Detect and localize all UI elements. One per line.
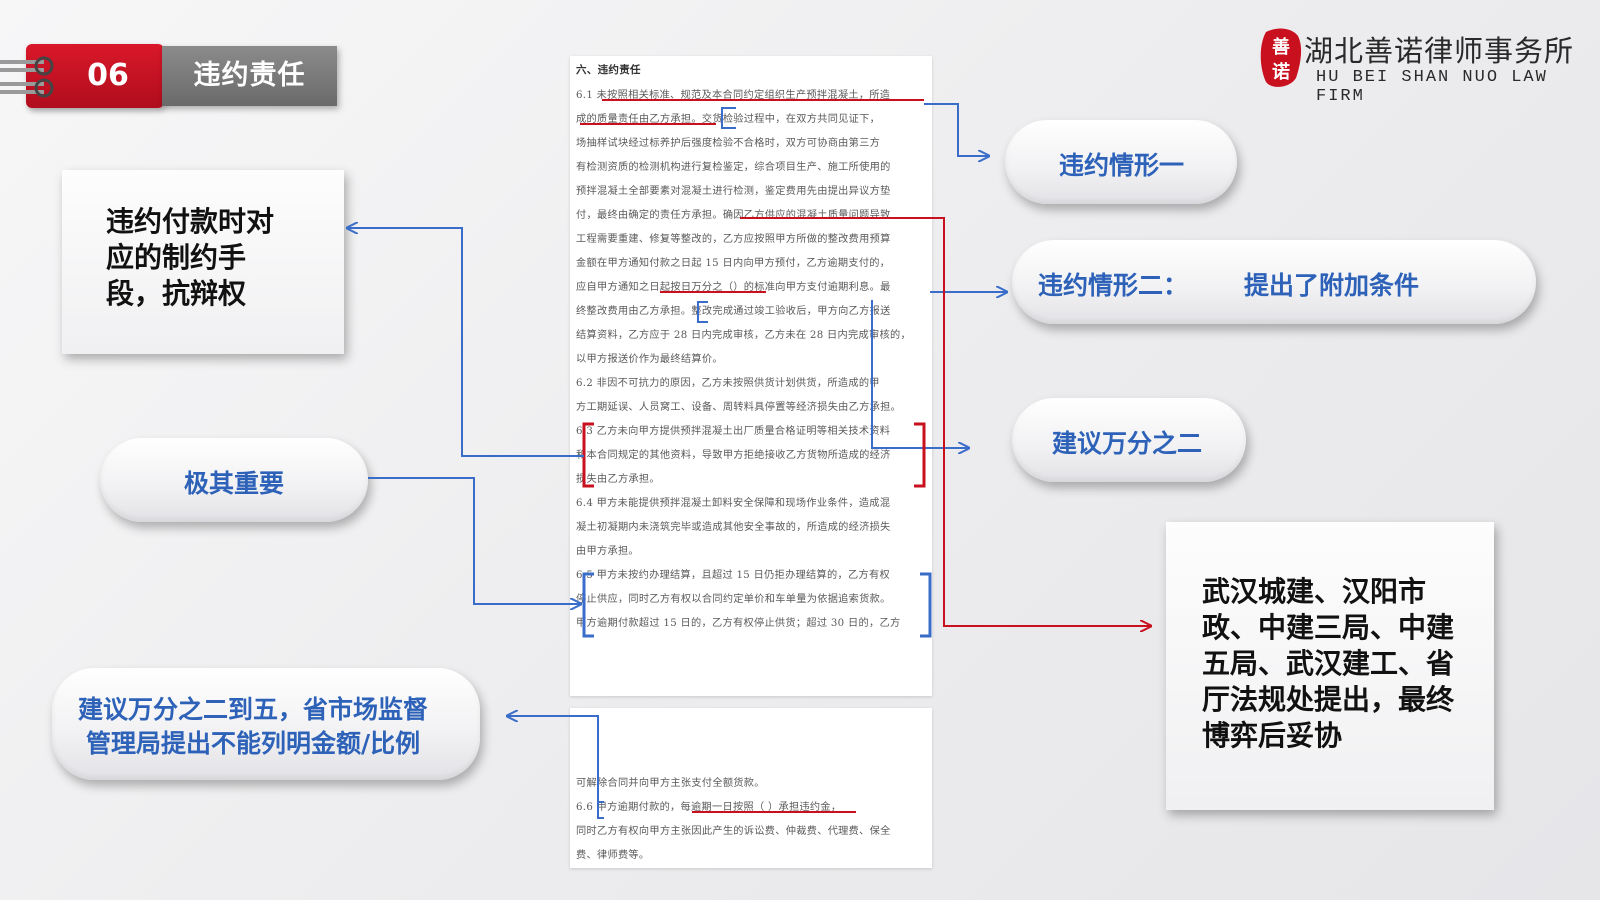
document-line: 预拌混凝土全部要素对混凝土进行检测，鉴定费用先由提出异议方垫 — [576, 186, 891, 197]
svg-text:善: 善 — [1272, 36, 1290, 58]
callout-very-important: 极其重要 — [100, 438, 368, 522]
callout-value: 提出了附加条件 — [1244, 271, 1420, 300]
contract-document-page-2 — [570, 708, 932, 868]
document-line: 结算资料，乙方应于 28 日内完成审核，乙方未在 28 日内完成审核的， — [576, 330, 911, 341]
callout-breach-case-2: 违约情形二： 提出了附加条件 — [1012, 240, 1536, 324]
bracket-mark — [914, 422, 926, 488]
note-line: 政、中建三局、中建 — [1202, 611, 1455, 644]
section-number: 06 — [26, 44, 164, 108]
arrow-to-payment-note — [348, 228, 584, 457]
document-line: 付，最终由确定的责任方承担。确因乙方供应的混凝土质量问题导致 — [576, 210, 891, 221]
arrow-from-very-important — [368, 477, 580, 604]
binder-rings-icon — [0, 56, 54, 98]
arrow-to-breach-1 — [924, 103, 988, 156]
document-line: 以甲方报送价作为最终结算价。 — [576, 354, 723, 365]
document-line: 费、律师费等。 — [576, 850, 650, 861]
callout-suggest-2-per-10000: 建议万分之二 — [1012, 398, 1246, 482]
document-line: 6.1 未按照相关标准、规范及本合同约定组织生产预拌混凝土，所造 — [576, 90, 891, 101]
law-firm-name-en: HU BEI SHAN NUO LAW FIRM — [1316, 68, 1548, 106]
arrow-to-suggest-2-to-5 — [508, 716, 599, 808]
bracket-mark — [721, 107, 736, 129]
note-line: 违约付款时对 — [106, 205, 275, 238]
document-line: 有检测资质的检测机构进行复检鉴定，综合项目生产、施工所使用的 — [576, 162, 891, 173]
document-line: 和本合同规定的其他资料，导致甲方拒绝接收乙方货物所造成的经济 — [576, 450, 891, 461]
callout-text-line-1: 建议万分之二到五，省市场监督 — [78, 695, 429, 724]
document-line: 场抽样试块经过标养护后强度检验不合格时，双方可协商由第三方 — [576, 138, 881, 149]
bracket-mark — [597, 801, 604, 819]
document-line: 工程需要重建、修复等整改的，乙方应按照甲方所做的整改费用预算 — [576, 234, 891, 245]
note-line: 段，抗辩权 — [106, 277, 247, 310]
callout-label: 违约情形二： — [1038, 271, 1189, 300]
bracket-mark — [582, 572, 594, 638]
note-line: 武汉城建、汉阳市 — [1202, 575, 1427, 608]
document-line: 损失由乙方承担。 — [576, 474, 660, 485]
callout-text: 极其重要 — [184, 469, 285, 498]
document-line: 甲方逾期付款超过 15 日的，乙方有权停止供货；超过 30 日的，乙方 — [576, 618, 901, 629]
note-payment-remedy: 违约付款时对 应的制约手 段，抗辩权 — [62, 170, 344, 354]
document-line: 6.2 非因不可抗力的原因，乙方未按照供货计划供货，所造成的甲 — [576, 378, 880, 389]
note-line: 博弈后妥协 — [1202, 719, 1343, 752]
callout-breach-case-1: 违约情形一 — [1005, 120, 1237, 204]
document-line: 可解除合同并向甲方主张支付全额货款。 — [576, 778, 765, 789]
document-line: 应自甲方通知之日起按日万分之（）的标准向甲方支付逾期利息。最 — [576, 282, 891, 293]
callout-text: 违约情形一 — [1059, 151, 1185, 180]
document-line: 同时乙方有权向甲方主张因此产生的诉讼费、仲裁费、代理费、保全 — [576, 826, 891, 837]
arrow-to-compromise-note — [924, 217, 1150, 626]
document-line: 成的质量责任由乙方承担。交货检验过程中，在双方共同见证下， — [576, 114, 881, 125]
note-line: 厅法规处提出，最终 — [1202, 683, 1455, 716]
document-line: 由甲方承担。 — [576, 546, 639, 557]
document-line: 6.6 甲方逾期付款的，每逾期一日按照（ ）承担违约金， — [576, 802, 842, 813]
note-line: 五局、武汉建工、省 — [1202, 647, 1455, 680]
arrow-to-suggest-2 — [871, 300, 968, 448]
law-firm-seal-icon: 善 诺 — [1260, 28, 1302, 87]
svg-text:诺: 诺 — [1272, 61, 1290, 83]
document-line: 金额在甲方通知付款之日起 15 日内向甲方预付，乙方逾期支付的， — [576, 258, 891, 269]
callout-text-line-2: 管理局提出不能列明金额/比例 — [86, 729, 421, 758]
law-firm-name-cn: 湖北善诺律师事务所 — [1304, 34, 1575, 68]
document-line: 终整改费用由乙方承担。整改完成通过竣工验收后，甲方向乙方报送 — [576, 306, 891, 317]
document-line: 凝土初凝期内未浇筑完毕或造成其他安全事故的，所造成的经济损失 — [576, 522, 891, 533]
bracket-mark — [920, 572, 932, 638]
bracket-mark — [697, 301, 708, 323]
document-heading: 六、违约责任 — [576, 64, 641, 76]
note-line: 应的制约手 — [106, 241, 247, 274]
callout-suggest-2-to-5: 建议万分之二到五，省市场监督 管理局提出不能列明金额/比例 — [52, 668, 480, 780]
document-line: 方工期延误、人员窝工、设备、周转料具停置等经济损失由乙方承担。 — [576, 402, 902, 413]
document-line: 6.3 乙方未向甲方提供预拌混凝土出厂质量合格证明等相关技术资料 — [576, 426, 891, 437]
callout-text: 建议万分之二 — [1052, 429, 1203, 458]
document-line: 6.4 甲方未能提供预拌混凝土卸料安全保障和现场作业条件，造成混 — [576, 498, 891, 509]
bracket-mark — [582, 422, 594, 488]
section-title: 违约责任 — [162, 46, 337, 106]
document-line: 6.5 甲方未按约办理结算，且超过 15 日仍拒办理结算的，乙方有权 — [576, 570, 890, 581]
note-compromise: 武汉城建、汉阳市 政、中建三局、中建 五局、武汉建工、省 厅法规处提出，最终 博… — [1166, 522, 1494, 810]
document-line: 停止供应，同时乙方有权以合同约定单价和车单量为依据追索货款。 — [576, 594, 891, 605]
